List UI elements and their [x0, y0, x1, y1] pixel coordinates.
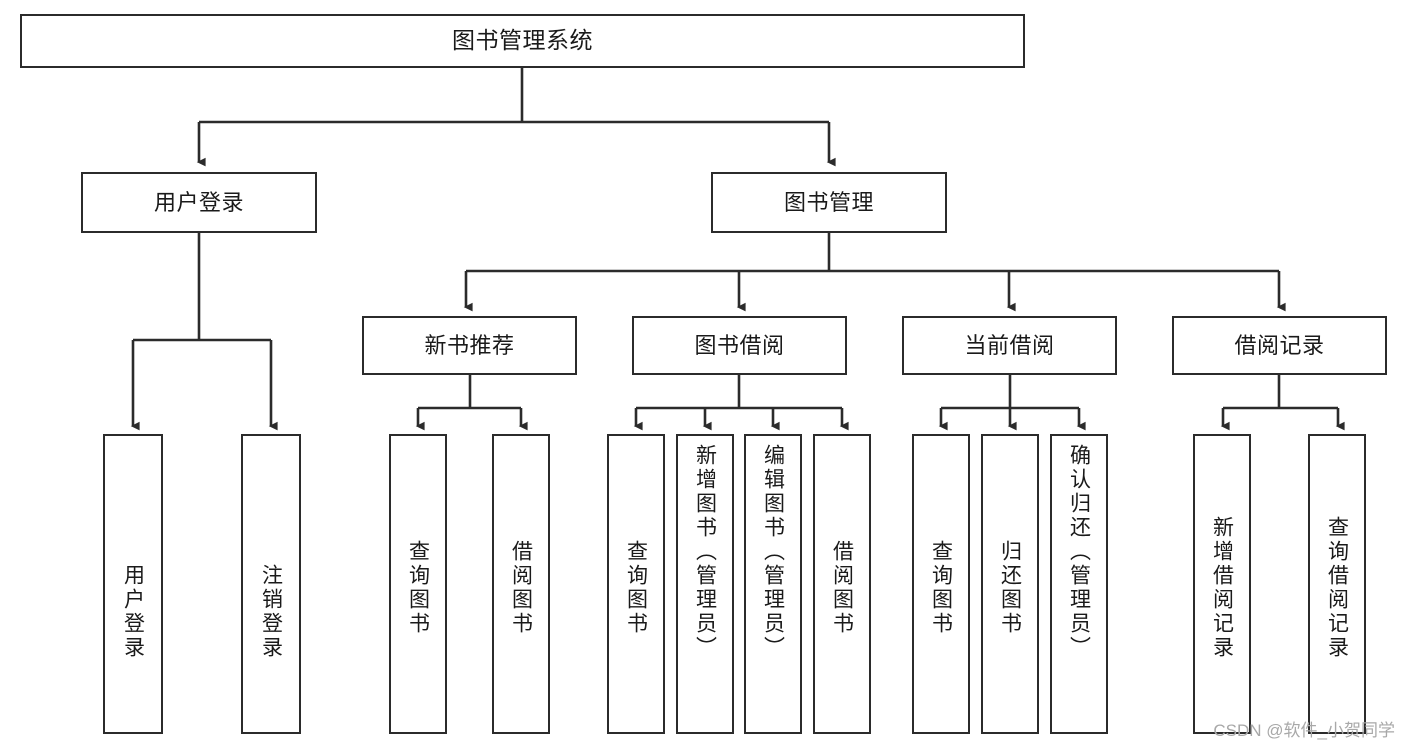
leaf-user-login[interactable]: 用户登录 — [103, 434, 163, 734]
leaf-add-book-admin[interactable]: 新增图书（管理员） — [676, 434, 734, 734]
node-label: 查询借阅记录 — [1325, 516, 1349, 660]
leaf-borrow-book[interactable]: 借阅图书 — [813, 434, 871, 734]
leaf-query-borrow-record[interactable]: 查询借阅记录 — [1308, 434, 1366, 734]
node-label: 用户登录 — [121, 564, 145, 660]
node-root-book-management-system[interactable]: 图书管理系统 — [20, 14, 1025, 68]
node-label: 借阅图书 — [509, 540, 533, 636]
node-current-borrow[interactable]: 当前借阅 — [902, 316, 1117, 375]
node-borrow-record[interactable]: 借阅记录 — [1172, 316, 1387, 375]
node-label: 确认归还（管理员） — [1067, 444, 1091, 660]
node-label: 查询图书 — [929, 540, 953, 636]
node-book-borrow[interactable]: 图书借阅 — [632, 316, 847, 375]
node-label: 图书管理系统 — [452, 27, 593, 54]
node-label: 编辑图书（管理员） — [761, 444, 785, 660]
node-label: 新增图书（管理员） — [693, 444, 717, 660]
node-book-management[interactable]: 图书管理 — [711, 172, 947, 233]
node-label: 借阅记录 — [1234, 332, 1325, 358]
leaf-query-book-borrow[interactable]: 查询图书 — [607, 434, 665, 734]
leaf-borrow-book-recommend[interactable]: 借阅图书 — [492, 434, 550, 734]
leaf-add-borrow-record[interactable]: 新增借阅记录 — [1193, 434, 1251, 734]
node-label: 归还图书 — [998, 540, 1022, 636]
leaf-query-book-recommend[interactable]: 查询图书 — [389, 434, 447, 734]
node-label: 查询图书 — [406, 540, 430, 636]
csdn-watermark: CSDN @软件_小贺同学 — [1213, 721, 1395, 740]
node-label: 注销登录 — [259, 564, 283, 660]
node-label: 查询图书 — [624, 540, 648, 636]
node-label: 图书借阅 — [694, 332, 785, 358]
leaf-query-book-current[interactable]: 查询图书 — [912, 434, 970, 734]
node-label: 新书推荐 — [424, 332, 515, 358]
leaf-confirm-return-admin[interactable]: 确认归还（管理员） — [1050, 434, 1108, 734]
node-new-book-recommend[interactable]: 新书推荐 — [362, 316, 577, 375]
node-label: 图书管理 — [783, 189, 874, 215]
node-label: 用户登录 — [153, 189, 244, 215]
node-label: 新增借阅记录 — [1210, 516, 1234, 660]
node-label: 借阅图书 — [830, 540, 854, 636]
leaf-return-book[interactable]: 归还图书 — [981, 434, 1039, 734]
node-user-login[interactable]: 用户登录 — [81, 172, 317, 233]
leaf-logout-login[interactable]: 注销登录 — [241, 434, 301, 734]
node-label: 当前借阅 — [964, 332, 1055, 358]
leaf-edit-book-admin[interactable]: 编辑图书（管理员） — [744, 434, 802, 734]
